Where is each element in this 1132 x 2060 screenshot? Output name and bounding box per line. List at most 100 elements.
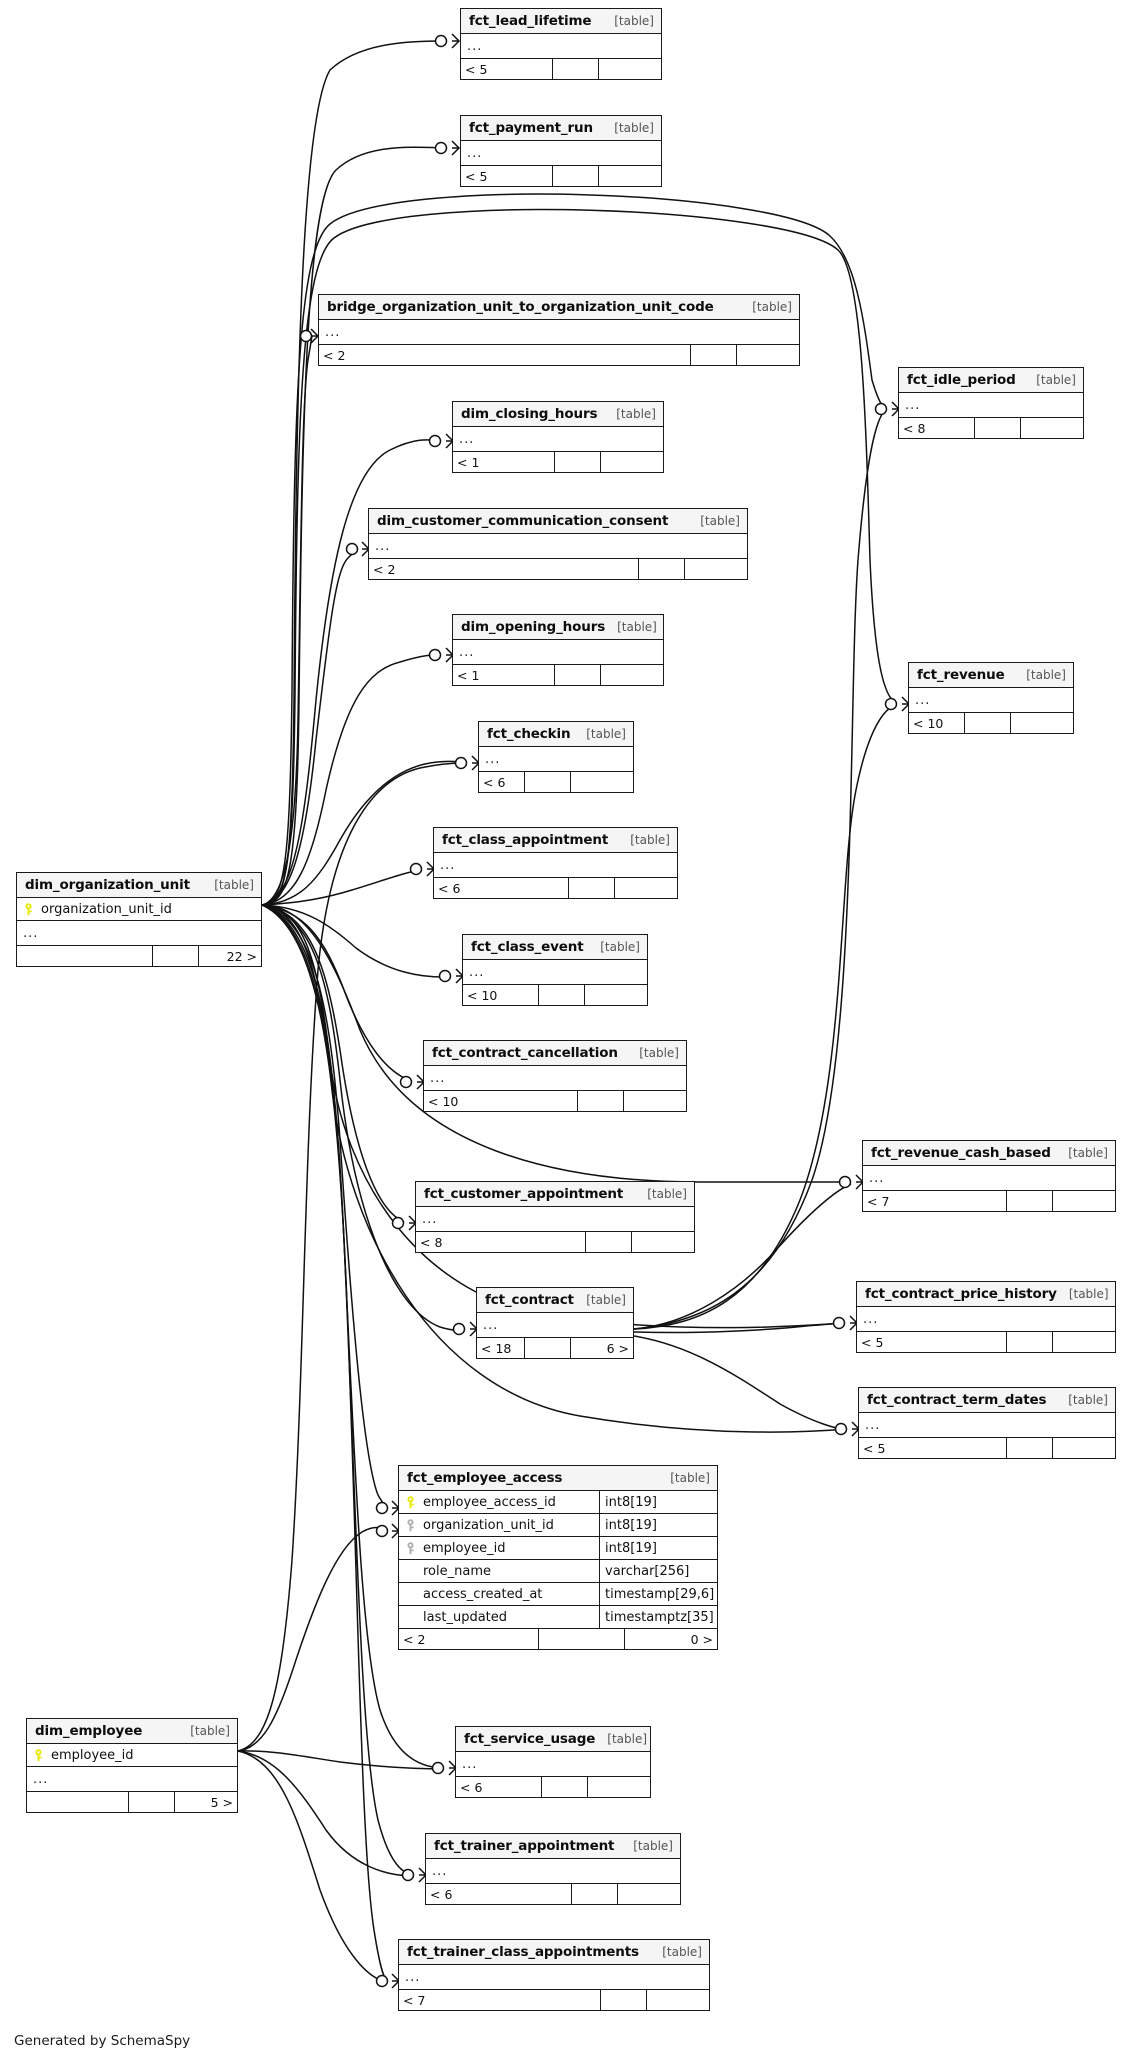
more-columns-indicator: ...: [319, 320, 799, 345]
more-columns-indicator: ...: [426, 1859, 680, 1884]
incoming-relations-count: < 5: [461, 166, 553, 186]
table-name: bridge_organization_unit_to_organization…: [327, 298, 714, 315]
table-dim_opening_hours[interactable]: dim_opening_hours[table]...< 1: [452, 614, 664, 686]
table-dim_customer_communication_consent[interactable]: dim_customer_communication_consent[table…: [368, 508, 748, 580]
table-fct_lead_lifetime[interactable]: fct_lead_lifetime[table]...< 5: [460, 8, 662, 80]
footer-middle-cell: [555, 665, 601, 685]
table-type-tag: [table]: [662, 1944, 702, 1959]
table-fct_contract_term_dates[interactable]: fct_contract_term_dates[table]...< 5: [858, 1387, 1116, 1459]
table-header[interactable]: dim_employee[table]: [27, 1719, 237, 1744]
incoming-relations-count: < 6: [456, 1777, 542, 1797]
column-name: employee_access_id: [423, 1494, 556, 1510]
table-dim_closing_hours[interactable]: dim_closing_hours[table]...< 1: [452, 401, 664, 473]
outgoing-relations-count: [632, 1232, 694, 1252]
column-row[interactable]: employee_id: [27, 1744, 237, 1767]
table-name: fct_trainer_appointment: [434, 1837, 615, 1854]
table-name: fct_contract_price_history: [865, 1285, 1057, 1302]
table-footer: < 7: [863, 1191, 1115, 1211]
incoming-relations-count: < 10: [463, 985, 539, 1005]
table-header[interactable]: fct_revenue_cash_based [table]: [863, 1141, 1115, 1166]
table-header[interactable]: fct_contract_term_dates[table]: [859, 1388, 1115, 1413]
table-footer: < 1: [453, 665, 663, 685]
column-row[interactable]: organization_unit_id: [17, 898, 261, 921]
table-fct_revenue_cash_based[interactable]: fct_revenue_cash_based[table]...< 7: [862, 1140, 1116, 1212]
table-header[interactable]: fct_lead_lifetime[table]: [461, 9, 661, 34]
table-header[interactable]: fct_class_appointment[table]: [434, 828, 677, 853]
table-header[interactable]: dim_opening_hours[table]: [453, 615, 663, 640]
table-name: fct_revenue_cash_based: [871, 1144, 1051, 1161]
table-name: fct_service_usage: [464, 1730, 596, 1747]
table-fct_revenue[interactable]: fct_revenue[table]...< 10: [908, 662, 1074, 734]
table-type-tag: [table]: [586, 1292, 626, 1307]
table-body: ...: [477, 1313, 633, 1338]
incoming-relations-count: < 2: [399, 1629, 539, 1649]
table-header[interactable]: fct_contract[table]: [477, 1288, 633, 1313]
table-body: ...: [416, 1207, 694, 1232]
outgoing-relations-count: [1053, 1438, 1115, 1458]
table-fct_contract_cancellation[interactable]: fct_contract_cancellation[table]...< 10: [423, 1040, 687, 1112]
table-body: ...: [426, 1859, 680, 1884]
table-body: ...: [463, 960, 647, 985]
table-fct_employee_access[interactable]: fct_employee_access[table]employee_acces…: [398, 1465, 718, 1650]
more-columns-indicator: ...: [857, 1307, 1115, 1332]
table-name: fct_lead_lifetime: [469, 12, 592, 29]
table-header[interactable]: fct_class_event[table]: [463, 935, 647, 960]
table-fct_trainer_class_appointments[interactable]: fct_trainer_class_appointments[table]...…: [398, 1939, 710, 2011]
more-columns-indicator: ...: [453, 427, 663, 452]
table-type-tag: [table]: [190, 1723, 230, 1738]
table-footer: < 2: [369, 559, 747, 579]
table-header[interactable]: fct_employee_access[table]: [399, 1466, 717, 1491]
table-dim_organization_unit[interactable]: dim_organization_unit[table]organization…: [16, 872, 262, 967]
table-name: fct_contract_cancellation: [432, 1044, 618, 1061]
table-header[interactable]: bridge_organization_unit_to_organization…: [319, 295, 799, 320]
table-header[interactable]: fct_idle_period[table]: [899, 368, 1083, 393]
table-fct_payment_run[interactable]: fct_payment_run[table]...< 5: [460, 115, 662, 187]
table-bridge_organization_unit_to_organization_unit_code[interactable]: bridge_organization_unit_to_organization…: [318, 294, 800, 366]
table-header[interactable]: fct_contract_cancellation[table]: [424, 1041, 686, 1066]
table-fct_customer_appointment[interactable]: fct_customer_appointment[table]...< 8: [415, 1181, 695, 1253]
table-fct_class_event[interactable]: fct_class_event[table]...< 10: [462, 934, 648, 1006]
table-type-tag: [table]: [1026, 667, 1066, 682]
table-header[interactable]: fct_trainer_class_appointments[table]: [399, 1940, 709, 1965]
footer-middle-cell: [153, 946, 199, 966]
table-dim_employee[interactable]: dim_employee[table]employee_id...5 >: [26, 1718, 238, 1813]
footer-middle-cell: [569, 878, 615, 898]
table-fct_service_usage[interactable]: fct_service_usage[table]...< 6: [455, 1726, 651, 1798]
outgoing-relations-count: [685, 559, 747, 579]
primary-key-icon: [33, 1748, 44, 1762]
table-header[interactable]: fct_payment_run[table]: [461, 116, 661, 141]
footer-middle-cell: [542, 1777, 588, 1797]
table-header[interactable]: fct_revenue[table]: [909, 663, 1073, 688]
incoming-relations-count: < 6: [426, 1884, 572, 1904]
table-fct_class_appointment[interactable]: fct_class_appointment[table]...< 6: [433, 827, 678, 899]
table-header[interactable]: fct_customer_appointment[table]: [416, 1182, 694, 1207]
column-name-cell: organization_unit_id: [399, 1514, 599, 1536]
table-header[interactable]: fct_checkin[table]: [479, 722, 633, 747]
column-name-cell: employee_id: [399, 1537, 599, 1559]
table-fct_idle_period[interactable]: fct_idle_period[table]...< 8: [898, 367, 1084, 439]
table-header[interactable]: dim_customer_communication_consent[table…: [369, 509, 747, 534]
table-type-tag: [table]: [1068, 1145, 1108, 1160]
table-fct_checkin[interactable]: fct_checkin[table]...< 6: [478, 721, 634, 793]
table-fct_trainer_appointment[interactable]: fct_trainer_appointment[table]...< 6: [425, 1833, 681, 1905]
table-header[interactable]: fct_trainer_appointment[table]: [426, 1834, 680, 1859]
table-header[interactable]: fct_service_usage[table]: [456, 1727, 650, 1752]
table-fct_contract_price_history[interactable]: fct_contract_price_history[table]...< 5: [856, 1281, 1116, 1353]
footer-middle-cell: [539, 1629, 625, 1649]
outgoing-relations-count: [1053, 1191, 1115, 1211]
more-columns-indicator: ...: [461, 34, 661, 59]
table-header[interactable]: dim_organization_unit[table]: [17, 873, 261, 898]
foreign-key-icon: [405, 1518, 416, 1532]
incoming-relations-count: < 2: [369, 559, 639, 579]
table-header[interactable]: dim_closing_hours[table]: [453, 402, 663, 427]
table-header[interactable]: fct_contract_price_history[table]: [857, 1282, 1115, 1307]
table-body: ...: [461, 141, 661, 166]
outgoing-relations-count: 22 >: [226, 948, 257, 964]
